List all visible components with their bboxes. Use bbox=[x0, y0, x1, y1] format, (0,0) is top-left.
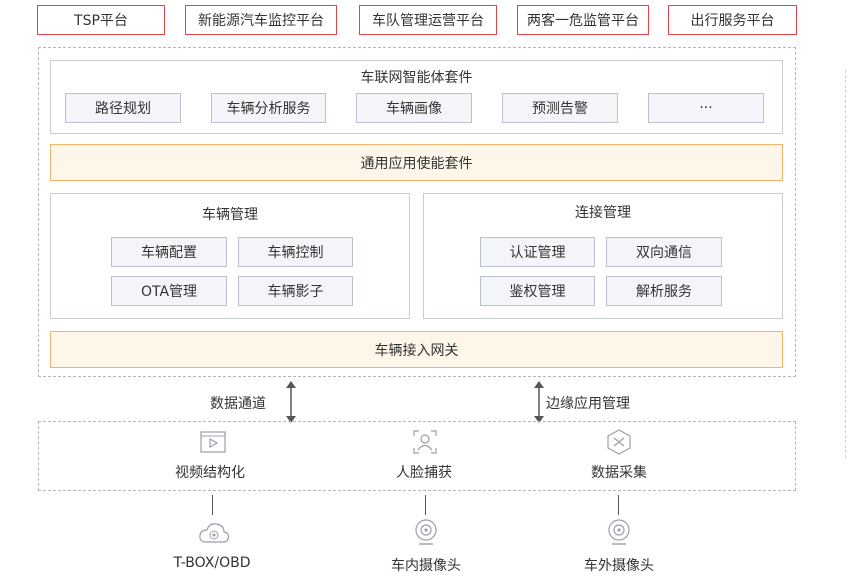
platform-mobility: 出行服务平台 bbox=[668, 5, 797, 35]
chip-vehicle-control: 车辆控制 bbox=[238, 237, 353, 267]
camera-icon bbox=[608, 519, 630, 545]
edge-label-face: 人脸捕获 bbox=[396, 465, 452, 481]
general-suite-bar: 通用应用使能套件 bbox=[50, 144, 783, 181]
chip-vehicle-config: 车辆配置 bbox=[111, 237, 227, 267]
cloud-container bbox=[38, 47, 796, 377]
data-channel-label: 数据通道 bbox=[210, 396, 266, 412]
chip-vehicle-analysis: 车辆分析服务 bbox=[211, 93, 326, 123]
device-label-tbox: T-BOX/OBD bbox=[173, 555, 251, 571]
device-label-in-camera: 车内摄像头 bbox=[391, 558, 461, 574]
chip-vehicle-shadow: 车辆影子 bbox=[238, 276, 353, 306]
vehicle-mgmt-title: 车辆管理 bbox=[202, 207, 258, 223]
platform-passenger-hazard: 两客一危监管平台 bbox=[517, 5, 649, 35]
chip-vehicle-profile: 车辆画像 bbox=[356, 93, 472, 123]
edge-guide-line bbox=[845, 70, 846, 458]
chip-ota-mgmt: OTA管理 bbox=[111, 276, 227, 306]
data-collect-icon bbox=[607, 429, 631, 455]
platform-tsp: TSP平台 bbox=[37, 5, 165, 35]
edge-mgmt-arrow bbox=[534, 381, 544, 423]
conn-mgmt-title: 连接管理 bbox=[575, 205, 631, 221]
chip-route-planning: 路径规划 bbox=[65, 93, 181, 123]
data-channel-arrow bbox=[286, 381, 296, 423]
cloud-device-icon bbox=[199, 523, 230, 543]
connector-line bbox=[425, 495, 426, 515]
platform-nev-monitor: 新能源汽车监控平台 bbox=[185, 5, 337, 35]
connector-line bbox=[618, 495, 619, 515]
chip-parse-service: 解析服务 bbox=[606, 276, 722, 306]
edge-container bbox=[38, 421, 796, 491]
device-label-out-camera: 车外摄像头 bbox=[584, 558, 654, 574]
camera-icon bbox=[415, 519, 437, 545]
chip-auth-mgmt: 认证管理 bbox=[480, 237, 595, 267]
connector-line bbox=[212, 495, 213, 515]
chip-more: ··· bbox=[648, 93, 764, 123]
gateway-bar: 车辆接入网关 bbox=[50, 331, 783, 368]
edge-label-data: 数据采集 bbox=[591, 465, 647, 481]
video-icon bbox=[200, 431, 226, 453]
edge-label-video: 视频结构化 bbox=[175, 465, 245, 481]
edge-mgmt-label: 边缘应用管理 bbox=[546, 396, 630, 412]
chip-predict-alert: 预测告警 bbox=[502, 93, 618, 123]
agent-suite-title: 车联网智能体套件 bbox=[360, 70, 473, 86]
chip-bidirectional: 双向通信 bbox=[606, 237, 722, 267]
chip-authz-mgmt: 鉴权管理 bbox=[480, 276, 595, 306]
platform-fleet: 车队管理运营平台 bbox=[359, 5, 497, 35]
face-icon bbox=[413, 430, 437, 454]
